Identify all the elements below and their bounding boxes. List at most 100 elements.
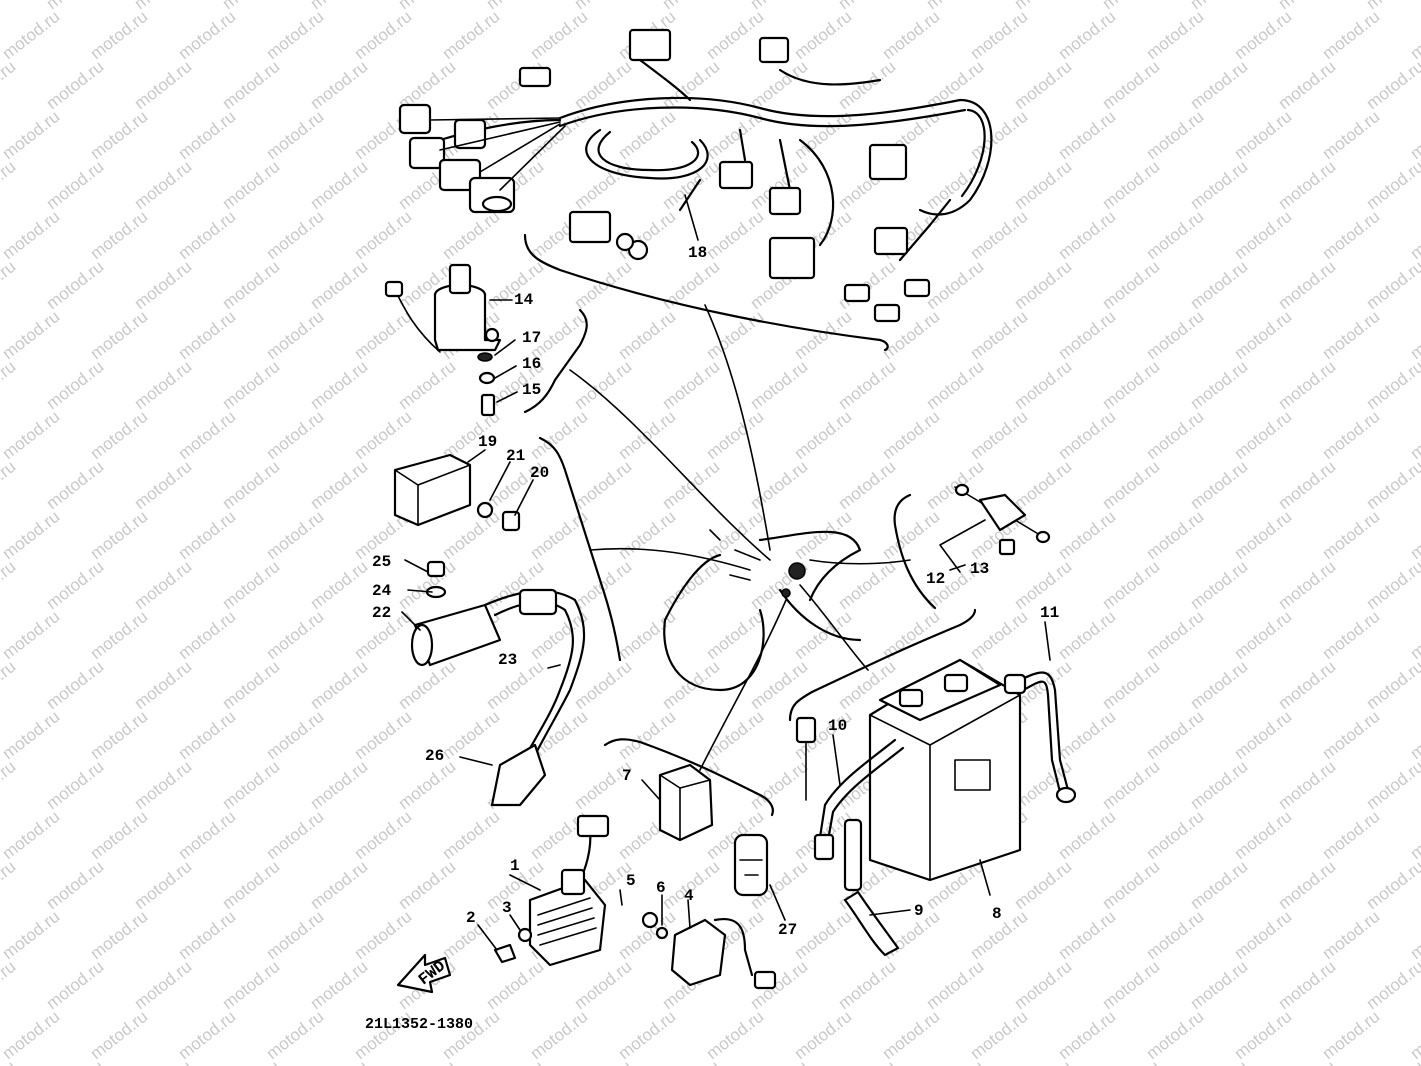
watermark-text: motod.ru	[615, 1007, 680, 1063]
watermark-text: motod.ru	[0, 1007, 63, 1063]
watermark-text: motod.ru	[1011, 957, 1076, 1013]
watermark-text: motod.ru	[43, 657, 108, 713]
relay-unit	[393, 453, 521, 532]
callout-3: 3	[502, 899, 512, 917]
watermark-text: motod.ru	[1319, 707, 1384, 763]
watermark-text: motod.ru	[835, 457, 900, 513]
watermark-text: motod.ru	[1407, 1007, 1421, 1063]
watermark-text: motod.ru	[263, 707, 328, 763]
watermark-text: motod.ru	[0, 0, 19, 13]
watermark-text: motod.ru	[263, 907, 328, 963]
watermark-text: motod.ru	[1011, 357, 1076, 413]
watermark-text: motod.ru	[571, 357, 636, 413]
watermark-text: motod.ru	[1055, 707, 1120, 763]
watermark-text: motod.ru	[1187, 257, 1252, 313]
watermark-text: motod.ru	[1055, 407, 1120, 463]
watermark-text: motod.ru	[1099, 857, 1164, 913]
watermark-text: motod.ru	[0, 957, 19, 1013]
watermark-text: motod.ru	[1055, 807, 1120, 863]
watermark-text: motod.ru	[1011, 457, 1076, 513]
watermark-text: motod.ru	[1187, 857, 1252, 913]
watermark-text: motod.ru	[1099, 957, 1164, 1013]
starter-relay	[641, 911, 777, 990]
watermark-text: motod.ru	[1055, 907, 1120, 963]
watermark-text: motod.ru	[1319, 1007, 1384, 1063]
watermark-text: motod.ru	[879, 1007, 944, 1063]
watermark-text: motod.ru	[1099, 57, 1164, 113]
watermark-text: motod.ru	[747, 57, 812, 113]
watermark-text: motod.ru	[571, 257, 636, 313]
watermark-text: motod.ru	[131, 857, 196, 913]
watermark-text: motod.ru	[923, 257, 988, 313]
watermark-text: motod.ru	[1143, 1007, 1208, 1063]
watermark-text: motod.ru	[1099, 557, 1164, 613]
watermark-text: motod.ru	[175, 1007, 240, 1063]
watermark-text: motod.ru	[703, 607, 768, 663]
watermark-text: motod.ru	[307, 57, 372, 113]
watermark-text: motod.ru	[307, 757, 372, 813]
watermark-text: motod.ru	[659, 557, 724, 613]
watermark-text: motod.ru	[439, 207, 504, 263]
watermark-text: motod.ru	[351, 407, 416, 463]
watermark-text: motod.ru	[219, 257, 284, 313]
callout-2: 2	[466, 909, 476, 927]
watermark-text: motod.ru	[0, 207, 63, 263]
watermark-text: motod.ru	[131, 757, 196, 813]
watermark-text: motod.ru	[1319, 807, 1384, 863]
watermark-text: motod.ru	[1275, 257, 1340, 313]
watermark-text: motod.ru	[0, 157, 19, 213]
watermark-text: motod.ru	[703, 707, 768, 763]
rectifier-regulator	[493, 814, 610, 967]
watermark-text: motod.ru	[1231, 7, 1296, 63]
callout-5: 5	[626, 872, 636, 890]
watermark-text: motod.ru	[967, 307, 1032, 363]
callout-27: 27	[778, 921, 797, 939]
callout-19: 19	[478, 433, 497, 451]
watermark-text: motod.ru	[0, 57, 19, 113]
watermark-text: motod.ru	[263, 607, 328, 663]
watermark-text: motod.ru	[439, 807, 504, 863]
watermark-text: motod.ru	[703, 207, 768, 263]
callout-13: 13	[970, 560, 989, 578]
watermark-text: motod.ru	[659, 657, 724, 713]
watermark-text: motod.ru	[835, 557, 900, 613]
watermark-text: motod.ru	[703, 507, 768, 563]
watermark-text: motod.ru	[43, 57, 108, 113]
watermark-text: motod.ru	[1363, 457, 1421, 513]
watermark-text: motod.ru	[1099, 257, 1164, 313]
watermark-text: motod.ru	[1363, 57, 1421, 113]
watermark-text: motod.ru	[395, 657, 460, 713]
watermark-text: motod.ru	[1275, 657, 1340, 713]
watermark-text: motod.ru	[263, 107, 328, 163]
frame-outline	[569, 304, 911, 771]
callout-4: 4	[684, 887, 694, 905]
watermark-text: motod.ru	[307, 857, 372, 913]
watermark-text: motod.ru	[1231, 107, 1296, 163]
watermark-text: motod.ru	[0, 807, 63, 863]
watermark-text: motod.ru	[307, 357, 372, 413]
watermark-text: motod.ru	[0, 607, 63, 663]
watermark-text: motod.ru	[1187, 657, 1252, 713]
watermark-text: motod.ru	[1187, 157, 1252, 213]
watermark-text: motod.ru	[923, 957, 988, 1013]
watermark-text: motod.ru	[219, 457, 284, 513]
watermark-text: motod.ru	[967, 407, 1032, 463]
watermark-text: motod.ru	[0, 407, 63, 463]
watermark-text: motod.ru	[1275, 757, 1340, 813]
watermark-text: motod.ru	[175, 907, 240, 963]
watermark-text: motod.ru	[0, 707, 63, 763]
watermark-text: motod.ru	[747, 357, 812, 413]
watermark-text: motod.ru	[1275, 557, 1340, 613]
watermark-text: motod.ru	[43, 357, 108, 413]
watermark-text: motod.ru	[395, 857, 460, 913]
watermark-text: motod.ru	[1187, 357, 1252, 413]
watermark-text: motod.ru	[1143, 707, 1208, 763]
watermark-text: motod.ru	[1407, 907, 1421, 963]
watermark-text: motod.ru	[219, 357, 284, 413]
watermark-text: motod.ru	[351, 7, 416, 63]
watermark-text: motod.ru	[835, 357, 900, 413]
watermark-text: motod.ru	[175, 207, 240, 263]
callout-20: 20	[530, 464, 549, 482]
callout-14: 14	[514, 291, 534, 309]
